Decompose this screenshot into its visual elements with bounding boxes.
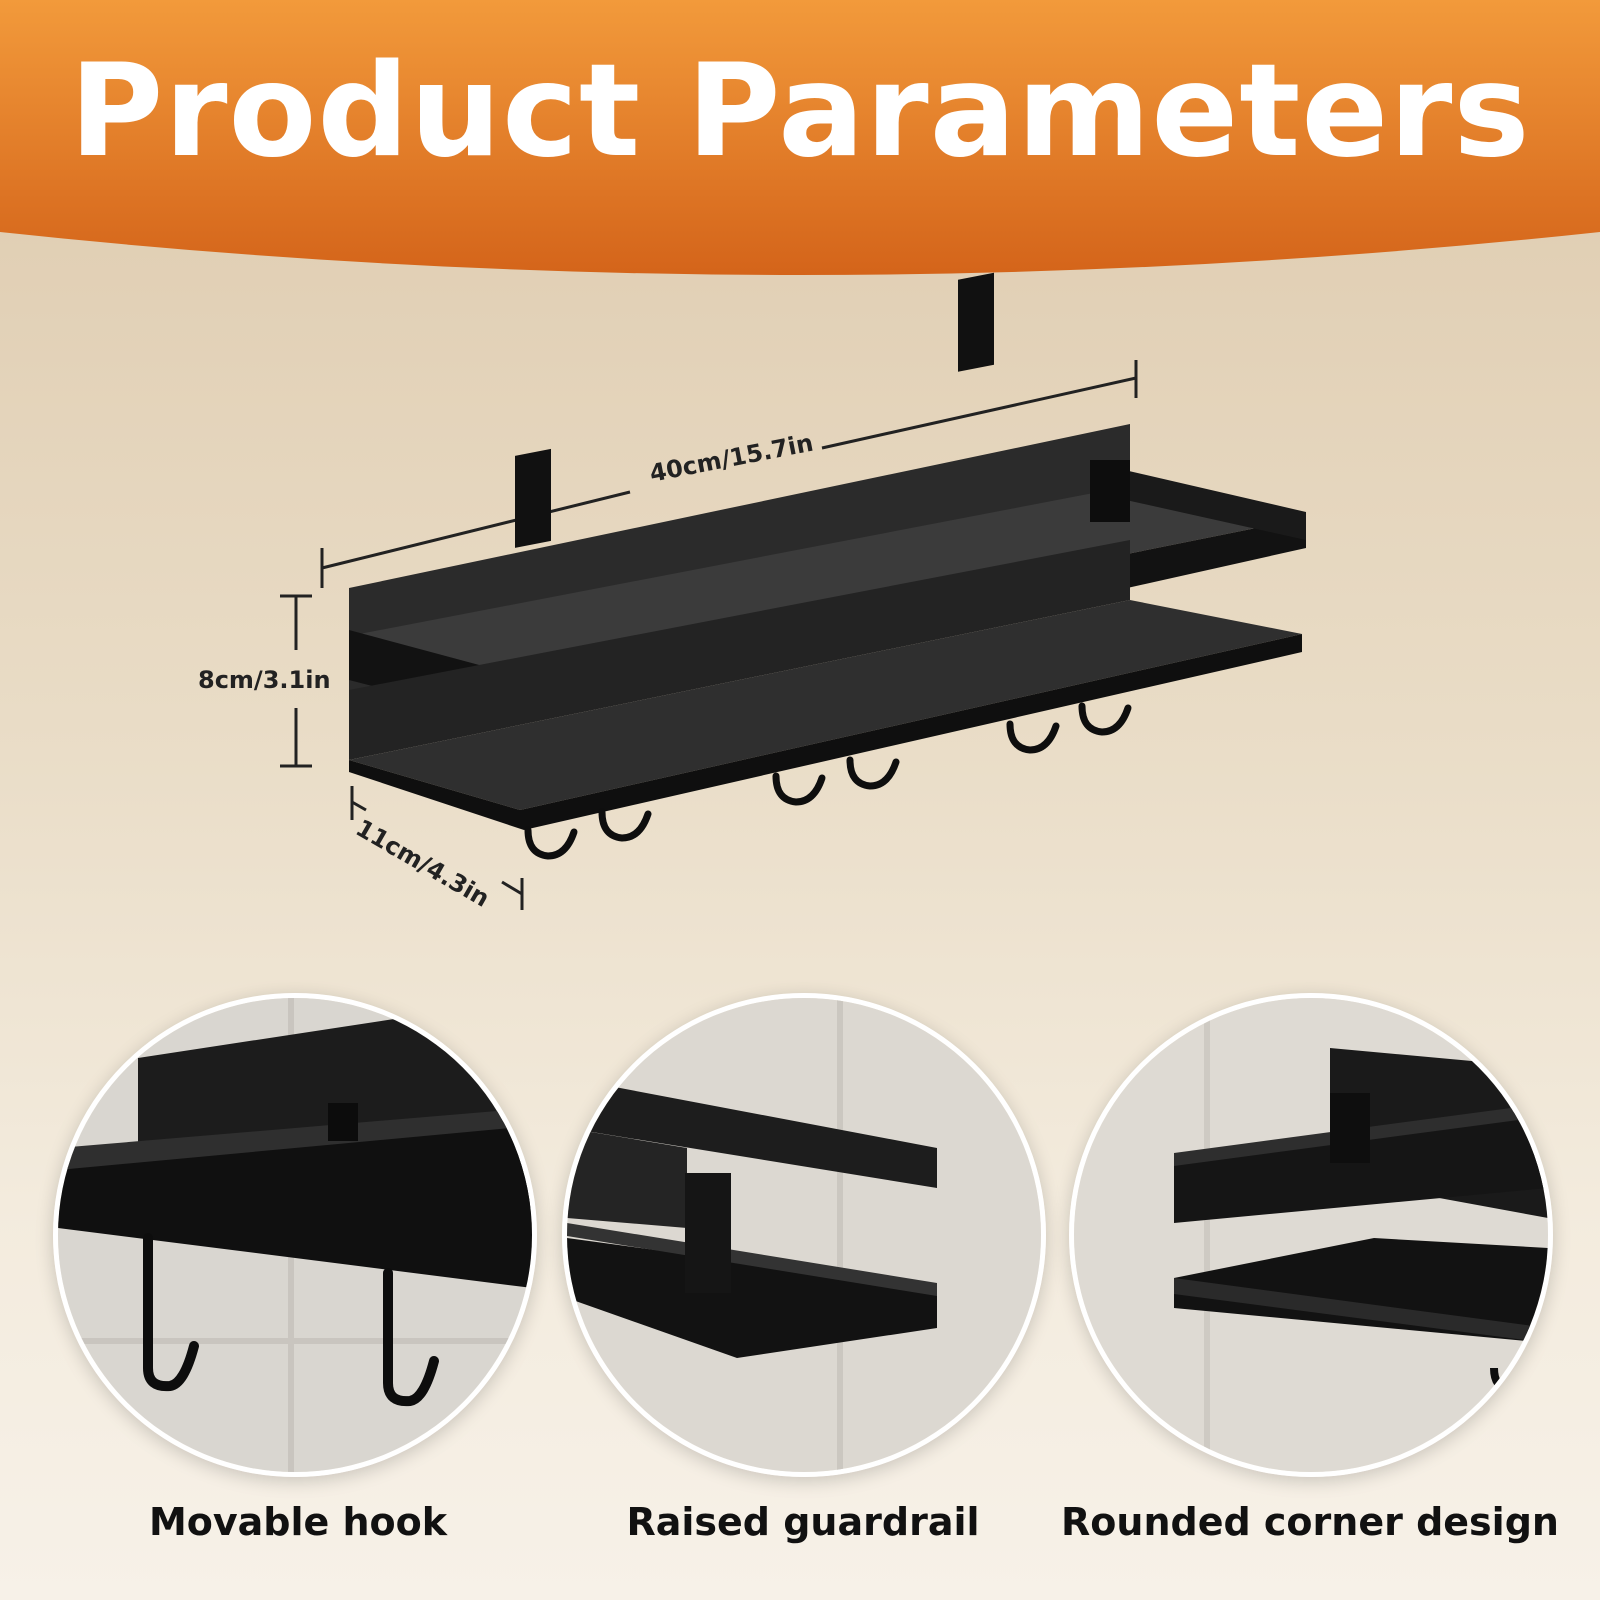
hook-2 — [598, 808, 652, 842]
hook-5 — [1006, 720, 1060, 754]
hook-1 — [524, 826, 578, 860]
detail-image-rounded-corner — [1069, 993, 1553, 1477]
hook-3 — [772, 772, 826, 806]
page-title: Product Parameters — [69, 37, 1531, 186]
feature-caption-raised-guardrail: Raised guardrail — [626, 1500, 980, 1544]
width-dimension-line — [320, 360, 1138, 588]
corner-bracket — [1090, 460, 1130, 522]
height-dimension-line — [280, 594, 312, 768]
hooks — [524, 702, 1132, 860]
product-illustration — [280, 272, 1306, 910]
detail-image-raised-guardrail — [562, 993, 1046, 1477]
upper-tray-floor — [349, 486, 1306, 676]
hook-4 — [846, 756, 900, 790]
mounting-bracket-right — [958, 272, 994, 372]
upper-tray-side-rail — [1090, 462, 1306, 540]
lower-tray-back — [349, 540, 1130, 760]
depth-dimension-line — [350, 786, 524, 910]
lower-tray-floor — [349, 600, 1302, 810]
hook-6 — [1078, 702, 1132, 736]
detail-image-movable-hook — [53, 993, 537, 1477]
feature-caption-movable-hook: Movable hook — [148, 1500, 448, 1544]
header-banner — [0, 0, 1600, 275]
mounting-bracket-left — [515, 448, 551, 548]
feature-caption-rounded-corner: Rounded corner design — [1061, 1500, 1559, 1544]
height-dimension-label: 8cm/3.1in — [198, 666, 331, 694]
